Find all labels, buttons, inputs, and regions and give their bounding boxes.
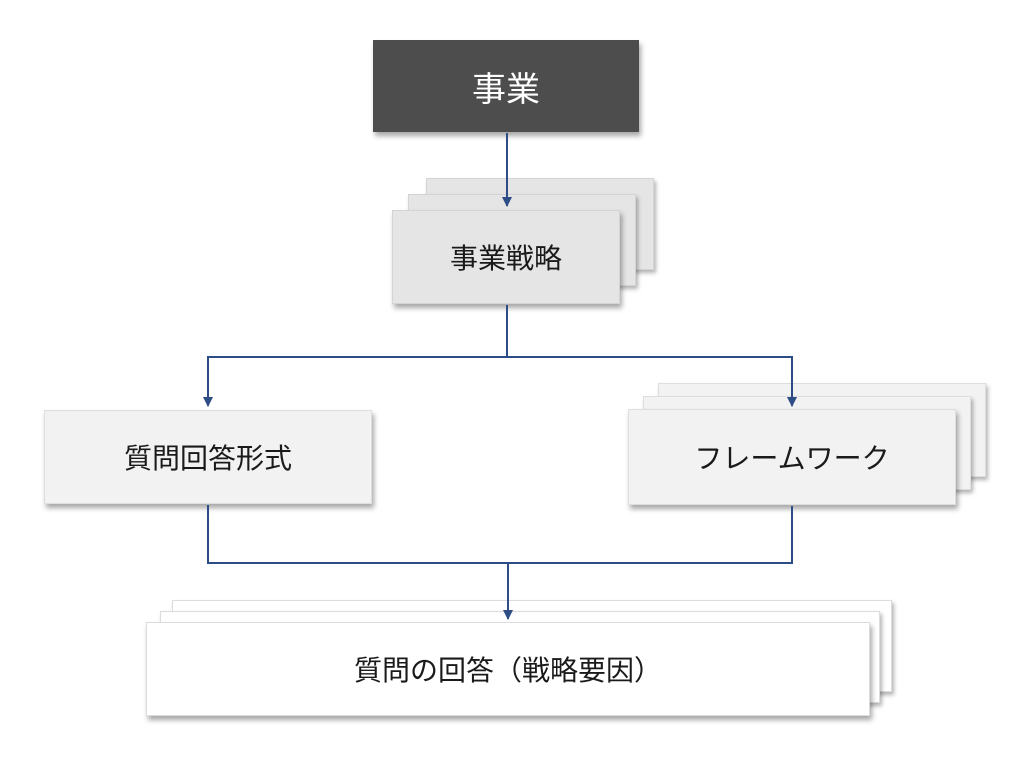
connector-qa-format-down	[207, 505, 508, 564]
business-strategy-box: 事業戦略	[392, 210, 620, 304]
answers-box: 質問の回答（戦略要因）	[146, 622, 870, 716]
answers-label: 質問の回答（戦略要因）	[353, 654, 662, 687]
qa-format-box: 質問回答形式	[44, 410, 372, 504]
qa-format-label: 質問回答形式	[123, 442, 292, 475]
framework-box: フレームワーク	[628, 409, 956, 505]
framework-label: フレームワーク	[694, 442, 890, 475]
connector-strategy-to-qa-format	[203, 305, 508, 407]
business-strategy-label: 事業戦略	[449, 242, 562, 275]
business-label: 事業	[472, 69, 540, 110]
business-box: 事業	[373, 40, 639, 132]
connector-framework-down	[508, 506, 793, 564]
